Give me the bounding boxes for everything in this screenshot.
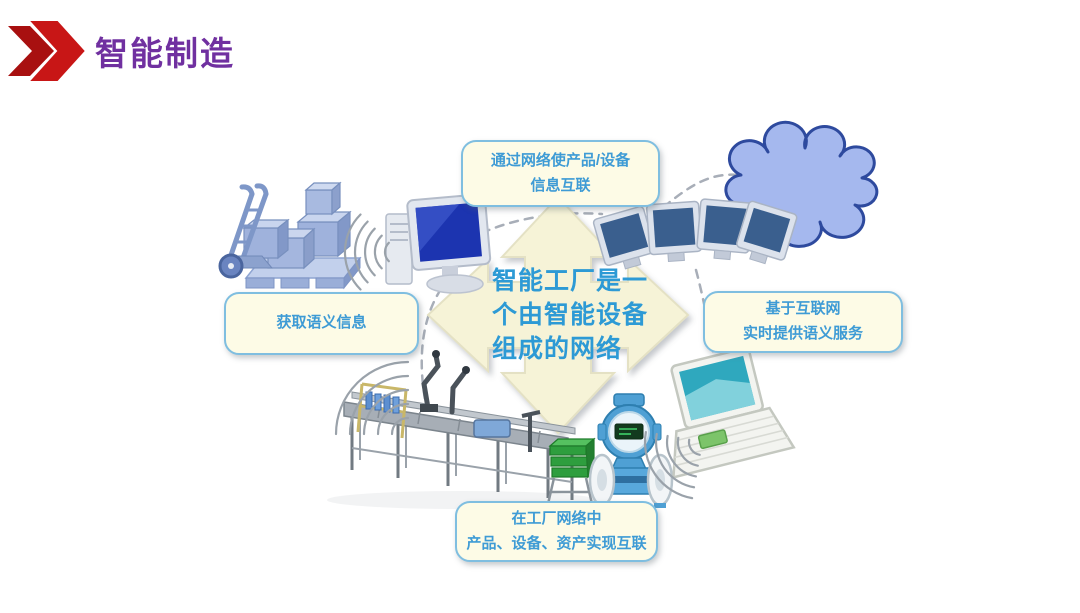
double-chevron-icon (8, 20, 88, 82)
wifi-signal-icon (334, 360, 410, 436)
chevron-back (8, 26, 54, 76)
callout-line: 获取语义信息 (276, 314, 367, 332)
center-label-line: 智能工厂是一 (492, 267, 649, 295)
chevron-front (26, 20, 88, 82)
wifi-signal-icon (343, 213, 390, 291)
laptop-illustration (670, 347, 796, 479)
callout-line: 实时提供语义服务 (742, 325, 863, 342)
desktop-computer-illustration (385, 193, 492, 294)
monitor-wall-illustration (592, 198, 798, 270)
callout-factory-network: 在工厂网络中 产品、设备、资产实现互联 (455, 501, 658, 562)
center-label: 智能工厂是一 个由智能设备 组成的网络 (492, 264, 662, 366)
center-label-line: 个由智能设备 (492, 301, 649, 329)
four-way-arrow (426, 195, 690, 435)
flow-meter-illustration (588, 393, 674, 508)
center-label-line: 组成的网络 (492, 335, 623, 363)
callout-line: 基于互联网 (765, 300, 841, 318)
callout-internet-services: 基于互联网 实时提供语义服务 (703, 291, 903, 353)
hand-truck-pallet-illustration (218, 181, 362, 290)
page-title: 智能制造 (95, 35, 235, 72)
wifi-signal-icon (643, 431, 701, 500)
callout-network-interlink: 通过网络使产品/设备 信息互联 (461, 140, 660, 207)
callout-line: 信息互联 (530, 176, 591, 194)
callout-line: 产品、设备、资产实现互联 (466, 534, 647, 552)
callout-line: 在工厂网络中 (511, 509, 602, 527)
callout-semantic-info: 获取语义信息 (224, 292, 419, 355)
callout-line: 通过网络使产品/设备 (490, 151, 631, 169)
